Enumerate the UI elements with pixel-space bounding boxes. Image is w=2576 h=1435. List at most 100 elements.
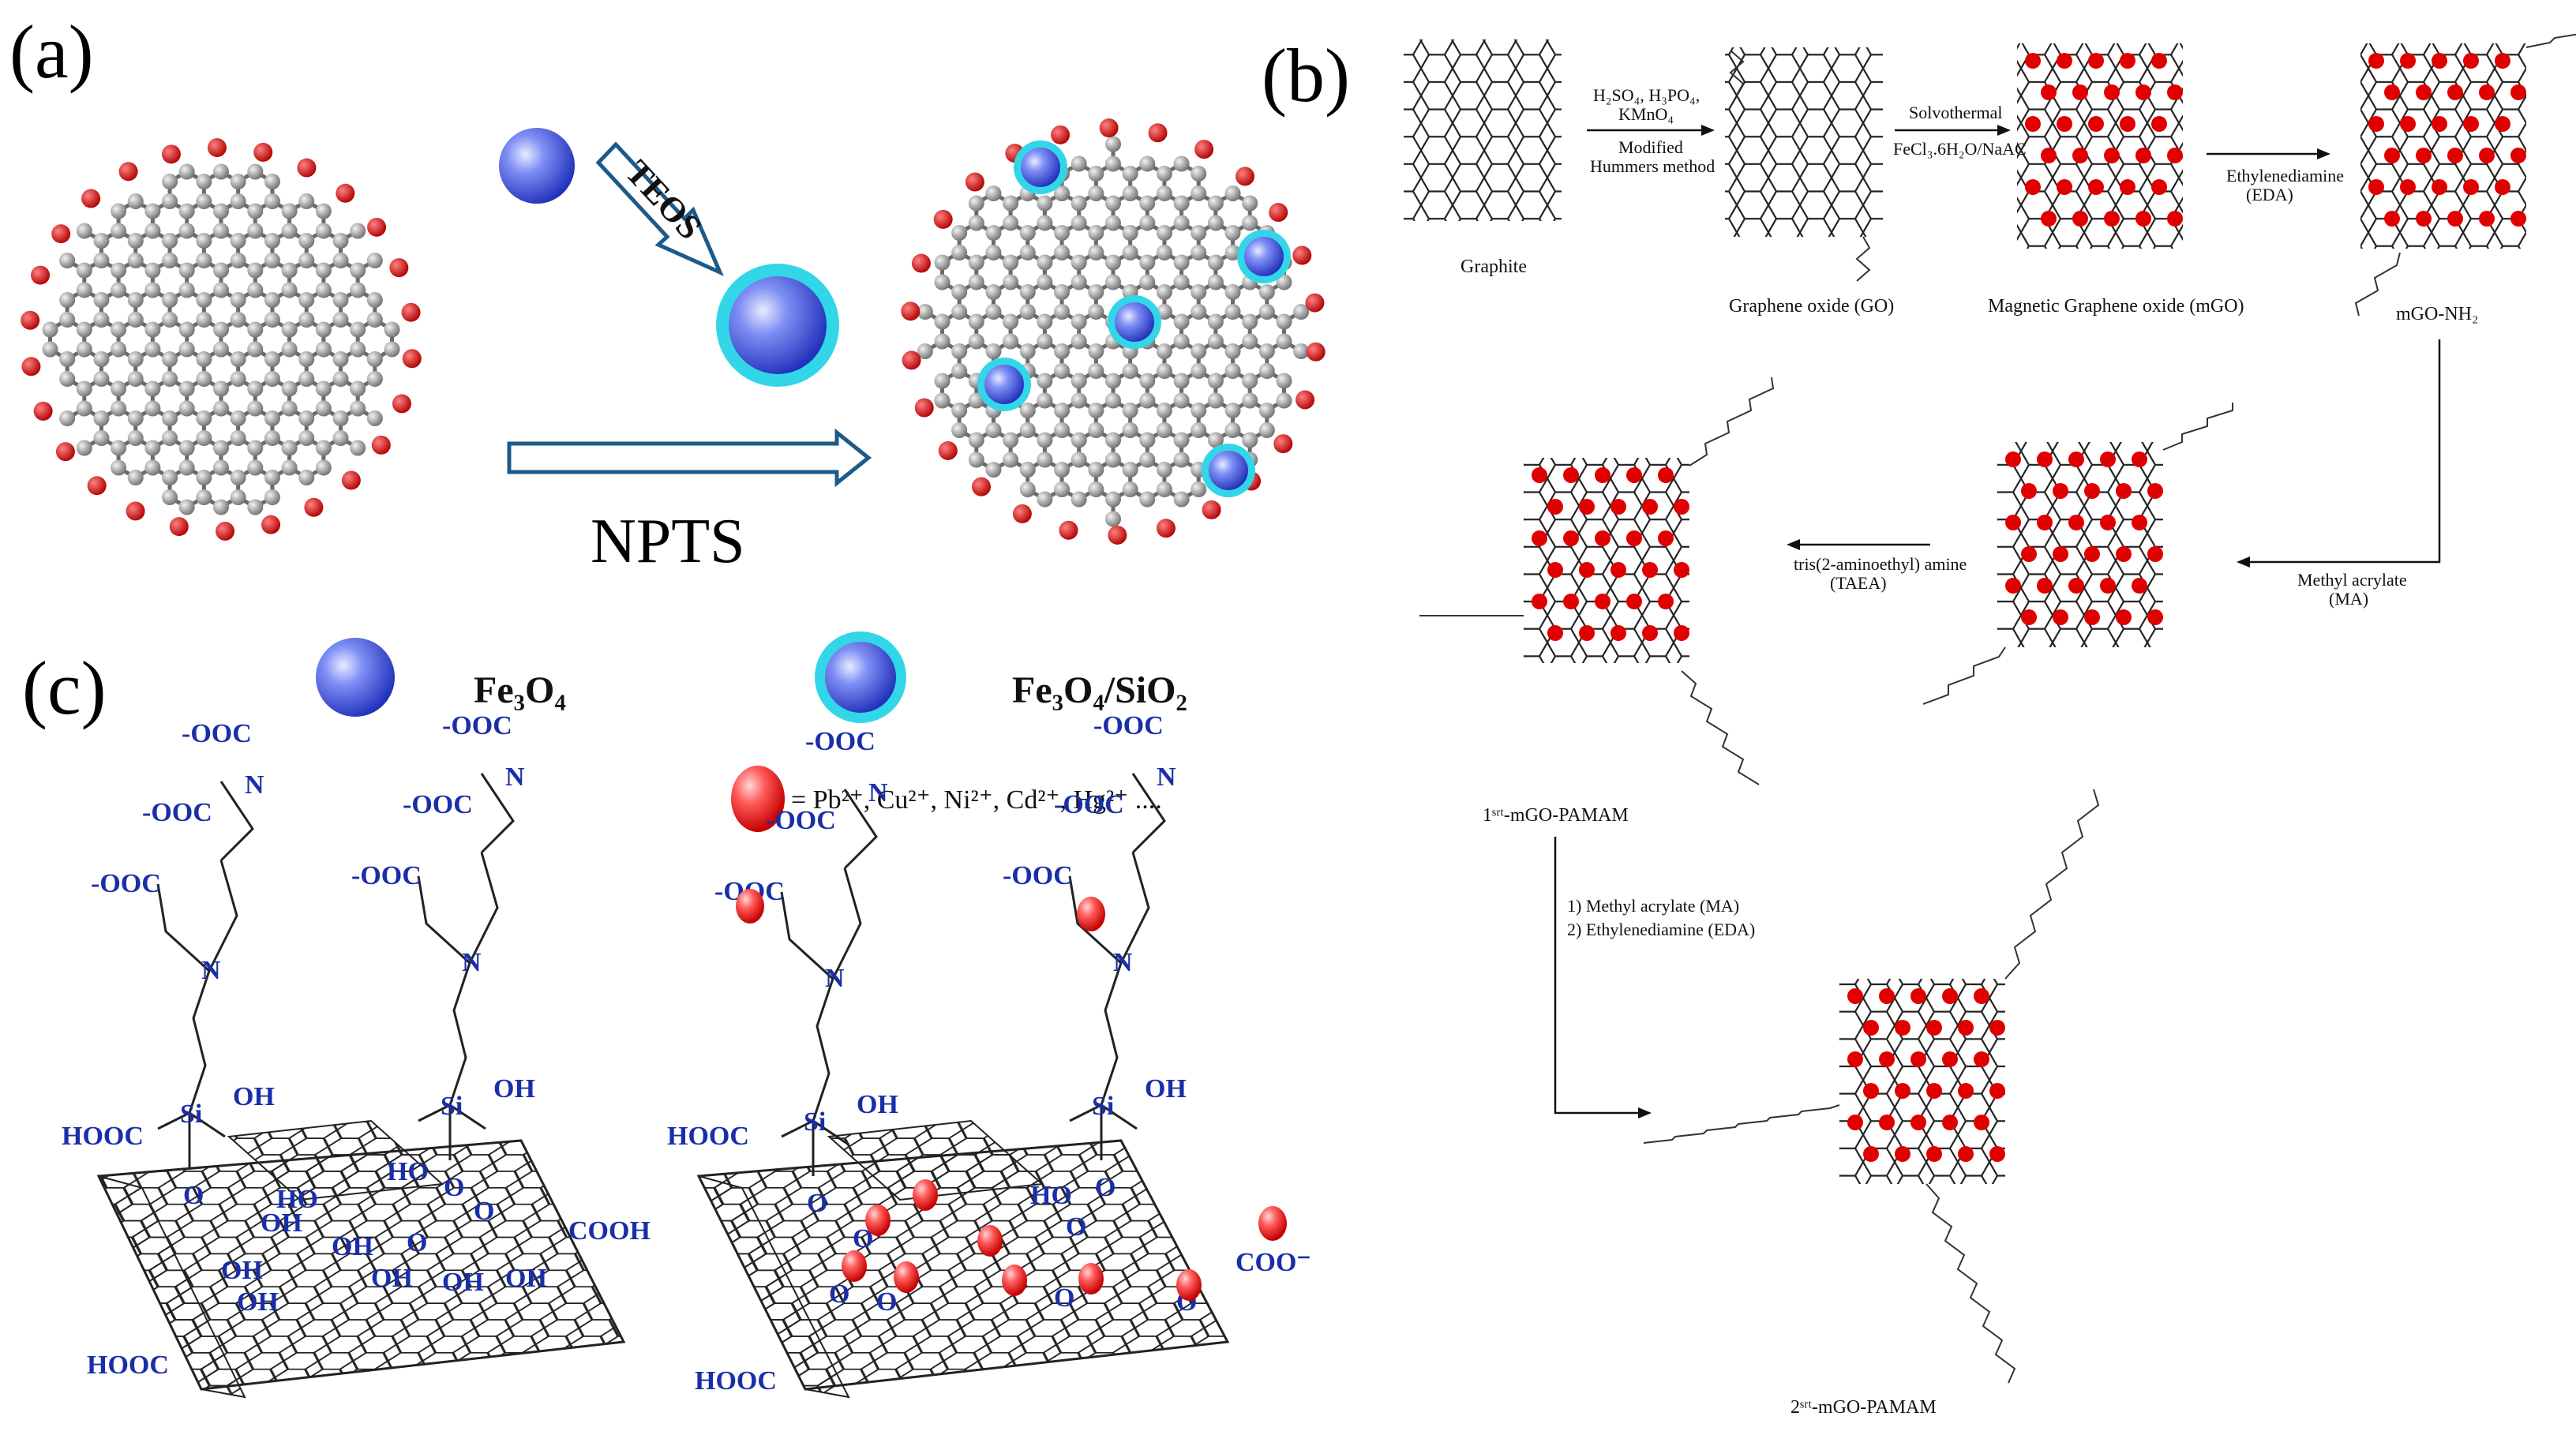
panel-a-label: (a)	[9, 9, 94, 94]
chem-group: -OOC	[351, 861, 422, 890]
step1-reagent-kmno4: KMnO₄	[1618, 104, 1674, 124]
chem-group: N	[201, 956, 221, 985]
fe3o4-sio2-sphere	[729, 276, 827, 374]
chem-group: OH	[1145, 1074, 1187, 1103]
chem-group: -OOC	[766, 806, 836, 835]
step6-reagent-1: 1) Methyl acrylate (MA)	[1567, 896, 1739, 916]
step5-reagent-abbr: (TAEA)	[1830, 573, 1887, 593]
legend-fe3o4-label: Fe₃O₄	[474, 669, 566, 711]
surface-group: OH	[221, 1256, 263, 1285]
arrow-step5: tris(2-aminoethyl) amine (TAEA)	[1787, 539, 1967, 593]
graphite-structure: Graphite	[1404, 39, 1562, 277]
chem-group: -OOC	[805, 727, 876, 756]
chem-group: OH	[233, 1082, 275, 1111]
sheet-c-left: SiOHONN-OOC-OOC-OOCHOOCHOOCOHOHOHHOOHOH …	[62, 711, 651, 1399]
arrow-step1: H₂SO₄, H₃PO₄, KMnO₄ Modified Hummers met…	[1587, 85, 1715, 176]
panel-a: (a) TEOS NPTS	[9, 9, 1325, 576]
first-gen-structure: 1ˢʳᵗ-mGO-PAMAM	[1483, 458, 1689, 826]
step1-method: Modified	[1618, 137, 1683, 157]
mgo-nh2-structure: mGO-NH₂	[2360, 43, 2526, 324]
graphite-label: Graphite	[1460, 257, 1527, 277]
surface-group: OH	[505, 1264, 547, 1293]
npts-label: NPTS	[591, 507, 745, 576]
chem-group: Si	[180, 1100, 202, 1129]
panel-b-label: (b)	[1262, 33, 1350, 118]
surface-group: OH	[442, 1268, 484, 1297]
surface-group: HOOC	[695, 1366, 777, 1396]
surface-group: HO	[276, 1185, 318, 1214]
surface-group: O	[1066, 1212, 1086, 1242]
arrow-step4: Methyl acrylate (MA)	[2237, 339, 2441, 609]
surface-group: HOOC	[667, 1122, 749, 1151]
chem-group: N	[462, 948, 482, 977]
panel-b: (b) Graphite H₂SO₄, H₃PO₄, KMnO₄ Modifie…	[1262, 33, 2576, 1418]
chem-group: O	[183, 1181, 204, 1210]
chem-group: N	[1157, 762, 1176, 792]
chem-group: -OOC	[1054, 790, 1124, 819]
chem-group: -OOC	[182, 719, 252, 748]
first-gen-label: 1ˢʳᵗ-mGO-PAMAM	[1483, 805, 1629, 826]
mgo-ester-structure	[1997, 442, 2163, 647]
chem-group: Si	[441, 1092, 463, 1121]
surface-group: HOOC	[87, 1351, 169, 1380]
surface-group: O	[876, 1287, 897, 1317]
metal-ion-icon	[731, 766, 785, 832]
chem-group: -OOC	[1093, 711, 1164, 740]
chem-group: N	[868, 778, 888, 807]
surface-group: OH	[371, 1264, 413, 1293]
surface-group: O	[407, 1228, 427, 1257]
chem-group: Si	[804, 1107, 826, 1137]
pamam-branches	[1419, 33, 2576, 1384]
surface-group: OH	[237, 1287, 279, 1317]
step4-reagent-abbr: (MA)	[2329, 589, 2368, 609]
chem-group: -OOC	[1003, 861, 1073, 890]
surface-group: HO	[1030, 1181, 1072, 1210]
chem-group: N	[245, 770, 264, 800]
surface-group: OH	[261, 1208, 302, 1238]
step1-reagents: H₂SO₄, H₃PO₄,	[1593, 85, 1700, 105]
step3-reagent: Ethylenediamine	[2226, 166, 2344, 185]
chem-group: Si	[1092, 1092, 1114, 1121]
chem-group: N	[505, 762, 525, 792]
chem-group: -OOC	[403, 790, 473, 819]
surface-group: COOH	[568, 1216, 651, 1246]
arrow-step3: Ethylenediamine (EDA)	[2207, 148, 2344, 204]
go-sheet-left	[21, 138, 422, 541]
chem-group: OH	[493, 1074, 535, 1103]
surface-group: OH	[332, 1232, 373, 1261]
mgo-structure: Magnetic Graphene oxide (mGO)	[1988, 43, 2244, 317]
go-label: Graphene oxide (GO)	[1729, 296, 1894, 317]
second-gen-label: 2ˢʳᵗ-mGO-PAMAM	[1790, 1397, 1937, 1418]
second-gen-structure: 2ˢʳᵗ-mGO-PAMAM	[1790, 979, 2005, 1418]
chem-group: -OOC	[91, 869, 161, 898]
panel-c: (c) Fe₃O₄ Fe₃O₄/SiO₂ = Pb²⁺, Cu²⁺, Ni²⁺,…	[22, 631, 1310, 1399]
chem-group: N	[825, 964, 845, 993]
legend-fe3o4-sio2-label: Fe₃O₄/SiO₂	[1012, 669, 1187, 711]
chem-group: OH	[857, 1090, 898, 1119]
chem-group: O	[807, 1189, 827, 1218]
chem-group: -OOC	[442, 711, 512, 740]
fe3o4-sphere	[499, 128, 575, 204]
bound-ions	[736, 889, 1287, 1301]
step1-method-2: Hummers method	[1590, 156, 1715, 176]
surface-group: COO⁻	[1236, 1248, 1310, 1277]
teos-arrow: TEOS	[595, 141, 724, 276]
go-structure: Graphene oxide (GO)	[1725, 47, 1894, 317]
chem-group: N	[1113, 948, 1133, 977]
step2-reagents: FeCl₃.6H₂O/NaAC	[1893, 139, 2027, 159]
chem-group: -OOC	[142, 798, 212, 827]
mgo-nh2-label: mGO-NH₂	[2396, 304, 2478, 324]
surface-group: O	[829, 1280, 849, 1309]
anchored-spheres	[977, 141, 1291, 497]
chem-group: O	[1095, 1173, 1116, 1202]
surface-group: HOOC	[62, 1122, 144, 1151]
step2-condition: Solvothermal	[1909, 103, 2003, 122]
step4-reagent: Methyl acrylate	[2297, 570, 2407, 590]
npts-arrow: NPTS	[507, 428, 872, 576]
step5-reagent: tris(2-aminoethyl) amine	[1794, 554, 1967, 574]
arrow-step6: 1) Methyl acrylate (MA) 2) Ethylenediami…	[1554, 837, 1755, 1118]
chem-group: O	[444, 1173, 464, 1202]
panel-c-label: (c)	[22, 646, 107, 730]
